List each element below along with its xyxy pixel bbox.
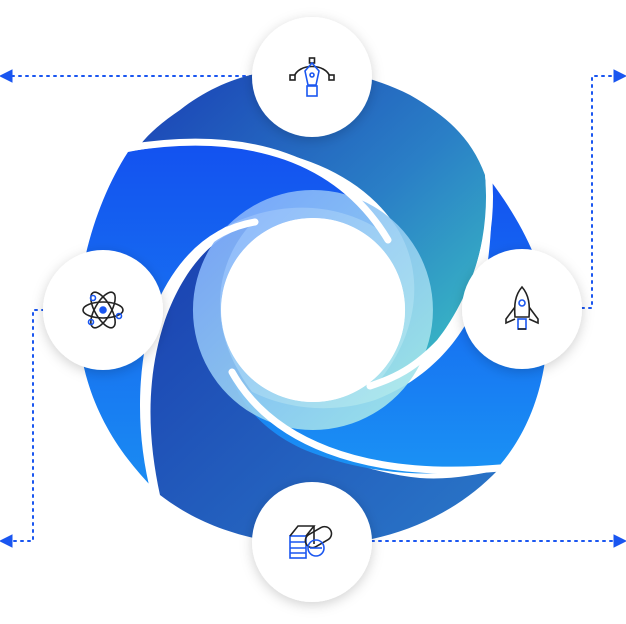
connector-arrows <box>0 69 626 548</box>
center-hole <box>221 218 405 402</box>
node-top[interactable] <box>252 17 372 137</box>
arrow-right-icon <box>613 534 626 548</box>
atom-icon <box>82 291 124 329</box>
arrow-right-icon <box>613 69 626 83</box>
node-right[interactable] <box>462 249 582 369</box>
swirl-segment-left <box>78 144 380 491</box>
swirl-segment-right <box>232 180 548 474</box>
node-bottom[interactable] <box>252 482 372 602</box>
arrow-left-icon <box>0 69 13 83</box>
node-left[interactable] <box>43 250 163 370</box>
connector-left <box>11 309 45 542</box>
swirl-ring <box>78 68 548 546</box>
connectors <box>11 75 615 542</box>
rocket-icon <box>505 285 539 330</box>
pills-icon <box>289 525 333 559</box>
arrow-left-icon <box>0 534 13 548</box>
swirl-segment-top <box>140 68 487 381</box>
connector-right <box>581 75 615 309</box>
swirl-segment-bottom <box>150 225 498 546</box>
pen-tool-icon <box>289 57 335 97</box>
